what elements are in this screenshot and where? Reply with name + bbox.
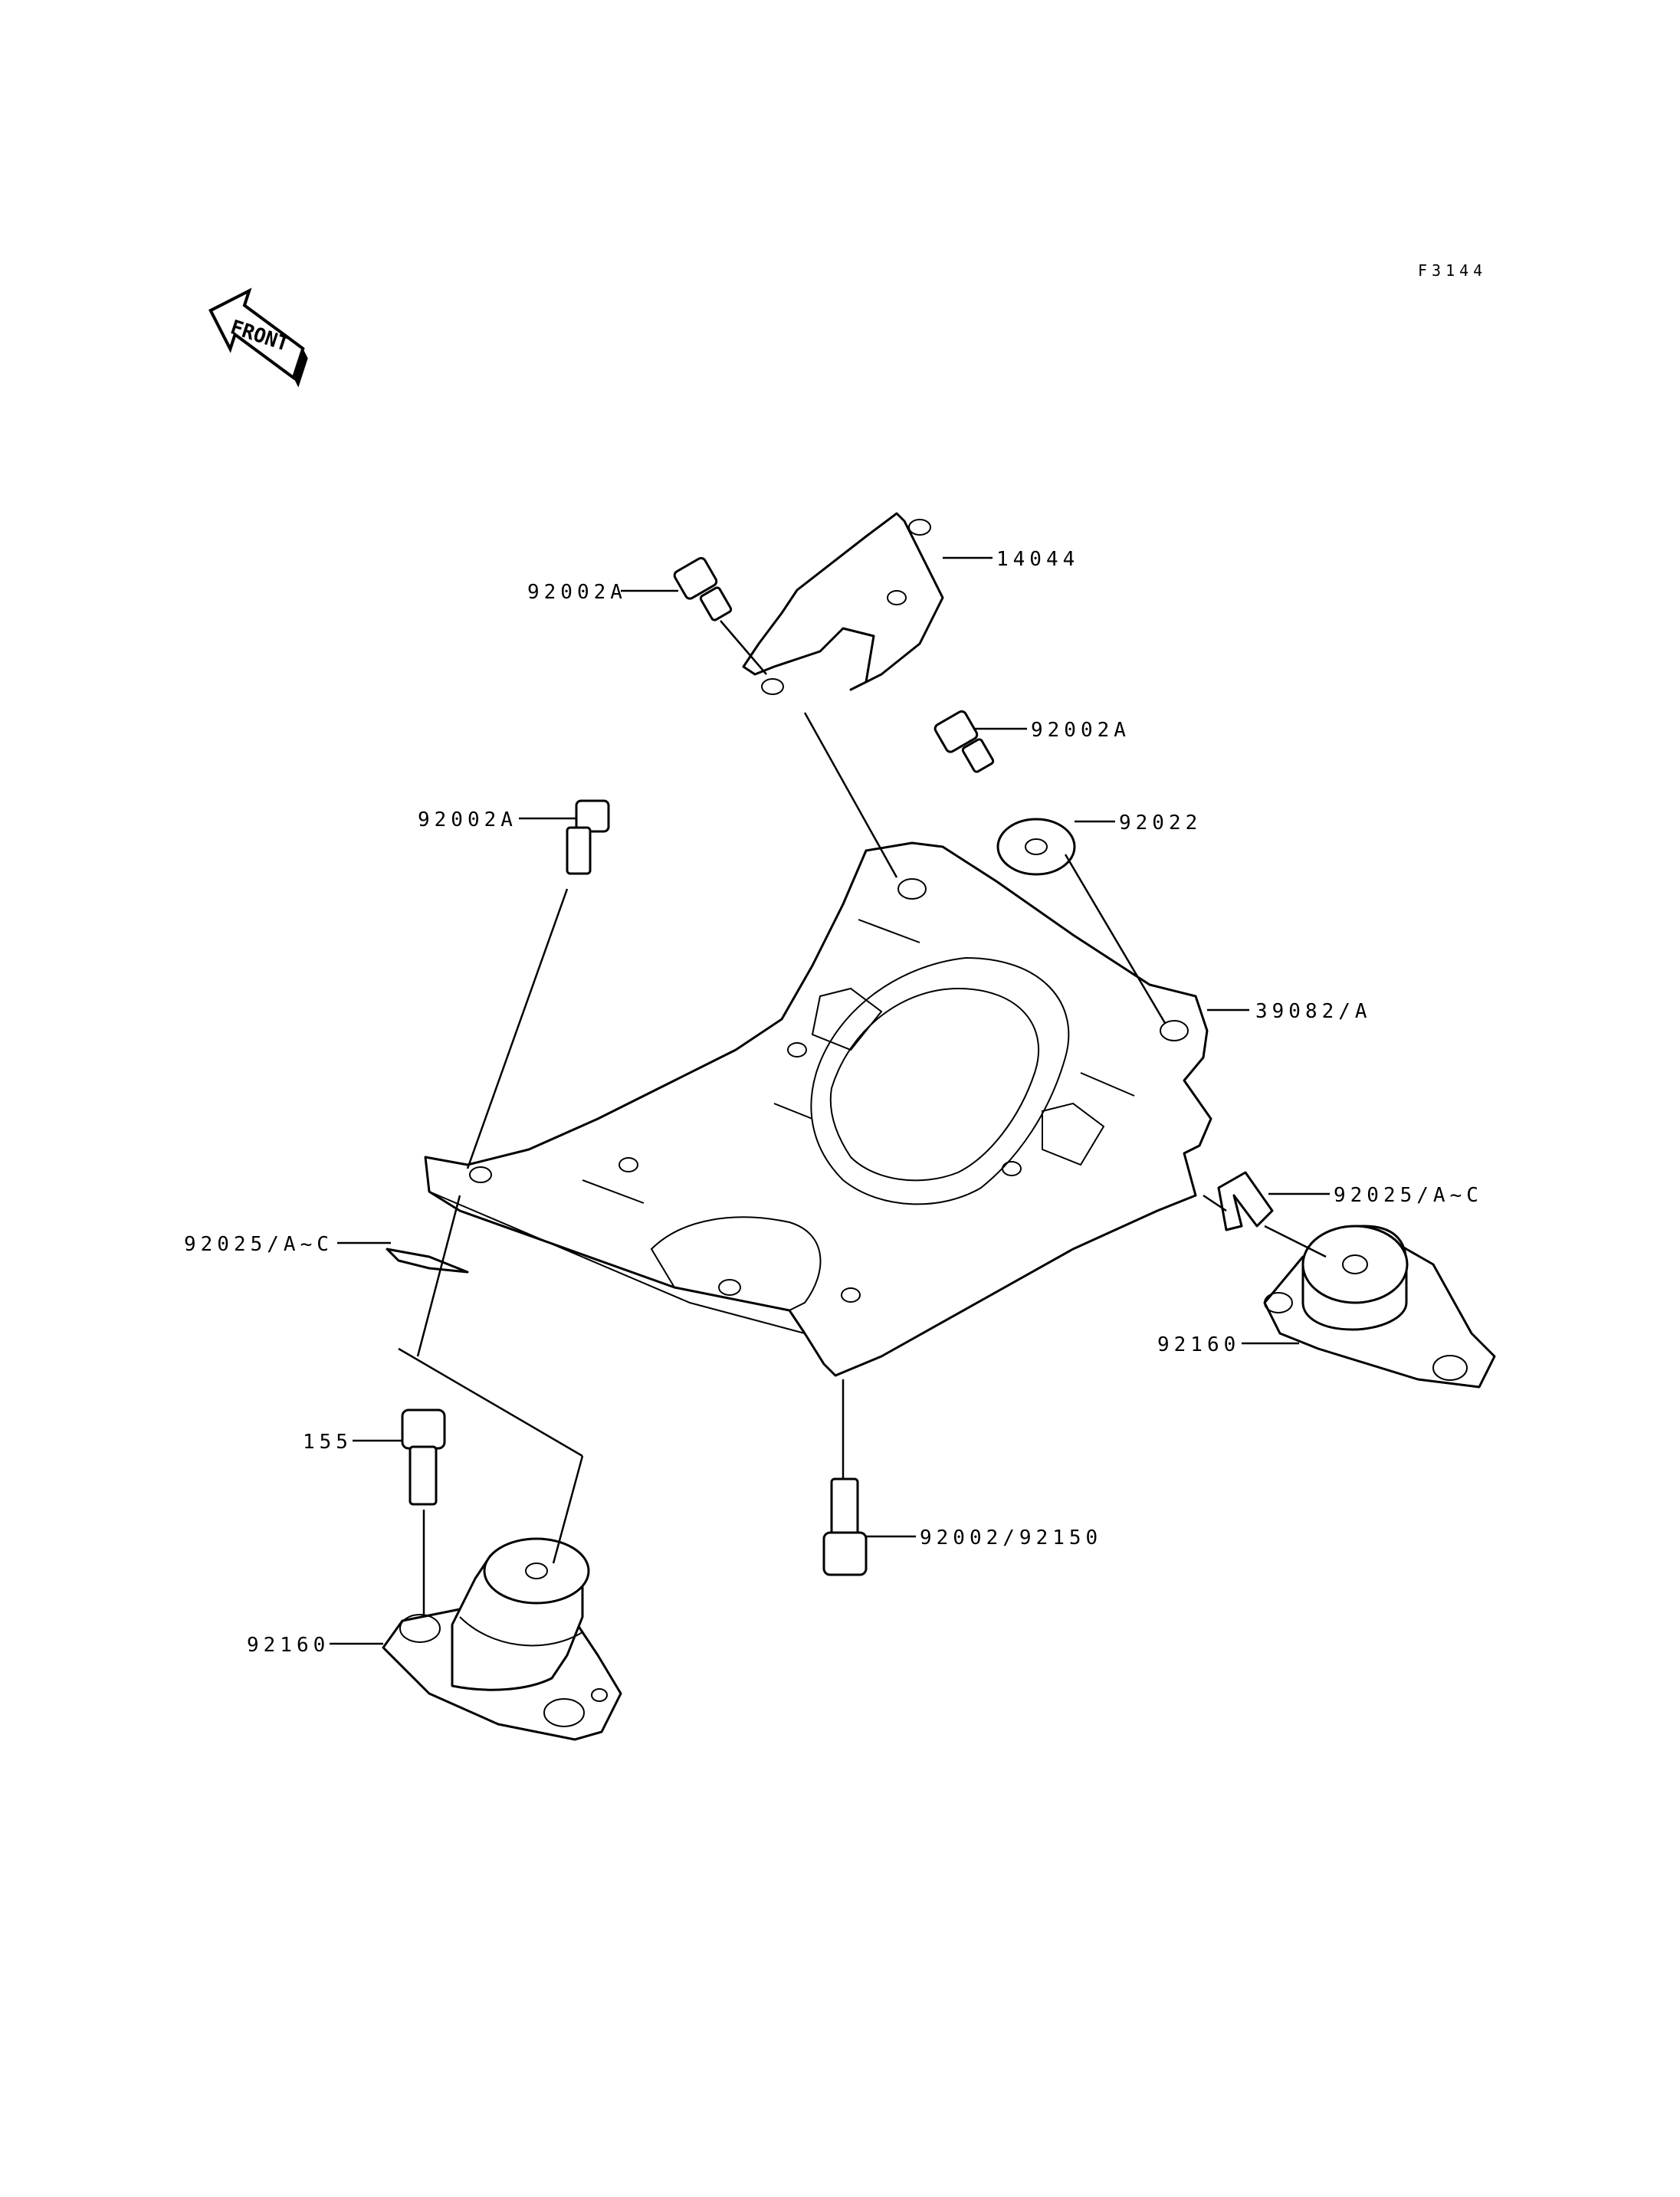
clip-92025-left bbox=[386, 1248, 469, 1274]
callout-92022: 92022 bbox=[1119, 812, 1202, 835]
rubber-mount-92160-right bbox=[1263, 1225, 1496, 1389]
front-arrow-icon: FRONT bbox=[208, 287, 308, 388]
bolt-92002a-top bbox=[673, 556, 733, 621]
callout-92160-left: 92160 bbox=[247, 1634, 330, 1657]
bolt-92002-92150 bbox=[822, 1477, 868, 1576]
washer-92022 bbox=[996, 818, 1076, 876]
callout-92002a-right: 92002A bbox=[1031, 719, 1130, 742]
callout-92025-left: 92025/A~C bbox=[184, 1233, 333, 1256]
callout-92002a-top: 92002A bbox=[527, 581, 627, 604]
callout-92160-right: 92160 bbox=[1157, 1333, 1240, 1356]
bolt-155 bbox=[401, 1408, 446, 1506]
bolt-92002a-right bbox=[934, 710, 995, 773]
bracket-14044 bbox=[742, 512, 944, 695]
callout-155: 155 bbox=[303, 1431, 353, 1454]
callout-14044: 14044 bbox=[996, 548, 1079, 571]
callout-92002-92150: 92002/92150 bbox=[920, 1526, 1102, 1549]
bolt-92002a-left bbox=[566, 799, 610, 875]
leader-lines bbox=[330, 556, 1330, 1645]
callout-92002a-left: 92002A bbox=[418, 808, 517, 831]
engine-mount-plate-39082 bbox=[424, 841, 1212, 1377]
figure-code: F3144 bbox=[1418, 261, 1487, 280]
callout-39082-a: 39082/A bbox=[1255, 1000, 1372, 1023]
guide-lines bbox=[398, 620, 1327, 1617]
callout-92025-right: 92025/A~C bbox=[1334, 1184, 1483, 1207]
rubber-mount-92160-left bbox=[382, 1537, 622, 1741]
clip-92025-right bbox=[1217, 1171, 1274, 1231]
